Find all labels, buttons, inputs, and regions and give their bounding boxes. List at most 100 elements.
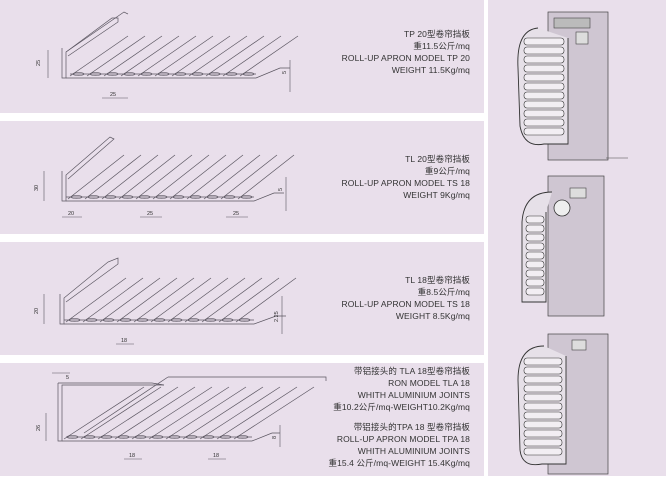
roll-up-apron-illustration-1 bbox=[517, 11, 628, 161]
slat-line bbox=[86, 35, 146, 77]
slat-line bbox=[186, 154, 244, 200]
caption-tp20: TP 20型卷帘挡板 重11.5公斤/mq ROLL-UP APRON MODE… bbox=[342, 28, 470, 76]
apron-segment bbox=[523, 64, 565, 73]
dim-label: 5 bbox=[66, 375, 69, 381]
caption-line: WEIGHT 11.5Kg/mq bbox=[391, 65, 470, 75]
slat-line bbox=[120, 35, 180, 77]
apron-segment bbox=[523, 109, 565, 118]
slat-line bbox=[165, 386, 247, 440]
apron-segment bbox=[523, 438, 563, 447]
caption-line: TL 20型卷帘挡板 bbox=[405, 154, 470, 164]
slat-line bbox=[103, 35, 163, 77]
dim-label: 5 bbox=[278, 188, 284, 191]
tl18-drawing: 20 18 2.25 bbox=[34, 257, 297, 345]
slat-line bbox=[67, 154, 125, 200]
slat-line bbox=[235, 277, 297, 323]
panel-tl20: 30 20 25 25 5 TL 20型卷帘挡板 重9公斤/mq ROLL-UP… bbox=[0, 121, 484, 234]
dim-label: 5 bbox=[282, 71, 288, 74]
apron-segment bbox=[525, 215, 545, 224]
caption-line: ROLL-UP APRON MODEL TS 18 bbox=[341, 178, 470, 188]
caption-line: 重10.2公斤/mq-WEIGHT10.2Kg/mq bbox=[333, 402, 470, 412]
caption-line: WHITH ALUMINIUM JOINTS bbox=[357, 390, 470, 400]
apron-segment bbox=[525, 224, 545, 233]
caption-line: ROLL-UP APRON MODEL TPA 18 bbox=[336, 434, 470, 444]
tla18-drawing: 5 26 8 18 18 bbox=[36, 372, 327, 460]
apron-segment bbox=[523, 393, 563, 402]
apron-segment bbox=[525, 287, 545, 296]
slat-line bbox=[65, 277, 127, 323]
apron-segment bbox=[523, 420, 563, 429]
dim-label: 30 bbox=[34, 185, 40, 191]
caption-line: WEIGHT 8.5Kg/mq bbox=[395, 311, 470, 321]
slat-line bbox=[150, 277, 212, 323]
apron-segment bbox=[523, 73, 565, 82]
slat-line bbox=[201, 277, 263, 323]
apron-segment bbox=[525, 269, 545, 278]
slat-line bbox=[220, 154, 278, 200]
dim-label: 2.25 bbox=[274, 311, 280, 322]
caption-line: WEIGHT 9Kg/mq bbox=[403, 190, 470, 200]
caption-line: RON MODEL TLA 18 bbox=[388, 378, 470, 388]
roll-up-apron-illustration-2 bbox=[521, 175, 605, 317]
apron-segment bbox=[523, 82, 565, 91]
caption-line: 重9公斤/mq bbox=[424, 166, 470, 176]
panel-tp20: 25 25 5 TP 20型卷帘挡板 重11.5公斤/mq ROLL-UP AP… bbox=[0, 0, 484, 113]
apron-segment bbox=[525, 242, 545, 251]
panel-tl18: 20 18 2.25 TL 18型卷帘挡板 重8.5公斤/mq ROLL-UP … bbox=[0, 242, 484, 355]
slat-line bbox=[133, 277, 195, 323]
slat-line bbox=[167, 277, 229, 323]
slat-line bbox=[131, 386, 213, 440]
slat-line bbox=[237, 154, 295, 200]
apron-segment bbox=[523, 366, 563, 375]
dim-label: 20 bbox=[68, 211, 74, 217]
apron-segment bbox=[523, 357, 563, 366]
caption-line: 带铝接头的 TLA 18型卷帘挡板 bbox=[354, 366, 470, 376]
apron-segment bbox=[523, 37, 565, 46]
dim-label: 8 bbox=[272, 436, 278, 439]
caption-tl20: TL 20型卷帘挡板 重9公斤/mq ROLL-UP APRON MODEL T… bbox=[342, 153, 470, 201]
apron-segment bbox=[525, 251, 545, 260]
apron-segment bbox=[523, 127, 565, 136]
slat-line bbox=[135, 154, 193, 200]
slat-line bbox=[199, 386, 281, 440]
caption-line: 重15.4 公斤/mq-WEIGHT 15.4Kg/mq bbox=[328, 458, 470, 468]
slat-line bbox=[152, 154, 210, 200]
caption-line: 重11.5公斤/mq bbox=[413, 41, 470, 51]
slat-line bbox=[84, 154, 142, 200]
slat-line bbox=[188, 35, 248, 77]
panel-tla18: 5 26 8 18 18 带铝接头的 TLA 18型卷帘挡板 RON MODEL… bbox=[0, 363, 484, 476]
slat-line bbox=[222, 35, 282, 77]
dim-label: 25 bbox=[147, 211, 153, 217]
caption-line: TP 20型卷帘挡板 bbox=[403, 29, 470, 39]
tp20-drawing: 25 25 5 bbox=[36, 11, 299, 99]
apron-segment bbox=[523, 46, 565, 55]
apron-segment bbox=[523, 411, 563, 420]
tl20-drawing: 30 20 25 25 5 bbox=[34, 136, 295, 218]
dim-label: 26 bbox=[36, 425, 42, 431]
slat-line bbox=[182, 386, 264, 440]
dim-label: 18 bbox=[121, 338, 127, 344]
slat-line bbox=[171, 35, 231, 77]
slat-line bbox=[218, 277, 280, 323]
caption-line: WHITH ALUMINIUM JOINTS bbox=[357, 446, 470, 456]
apron-segment bbox=[523, 402, 563, 411]
caption-line: TL 18型卷帘挡板 bbox=[405, 275, 470, 285]
slat-line bbox=[80, 386, 162, 440]
slat-line bbox=[97, 386, 179, 440]
slat-line bbox=[184, 277, 246, 323]
apron-segment bbox=[523, 100, 565, 109]
apron-segment bbox=[525, 278, 545, 287]
dim-label: 25 bbox=[233, 211, 239, 217]
apron-segment bbox=[523, 118, 565, 127]
slat-line bbox=[116, 277, 178, 323]
caption-line: 带铝接头的TPA 18 型卷帘挡板 bbox=[353, 422, 470, 432]
caption-tl18: TL 18型卷帘挡板 重8.5公斤/mq ROLL-UP APRON MODEL… bbox=[342, 274, 470, 322]
apron-segment bbox=[523, 384, 563, 393]
slat-line bbox=[114, 386, 196, 440]
caption-line: ROLL-UP APRON MODEL TS 18 bbox=[341, 299, 470, 309]
apron-segment bbox=[523, 55, 565, 64]
slat-line bbox=[118, 154, 176, 200]
slat-line bbox=[137, 35, 197, 77]
slat-line bbox=[101, 154, 159, 200]
slat-line bbox=[169, 154, 227, 200]
